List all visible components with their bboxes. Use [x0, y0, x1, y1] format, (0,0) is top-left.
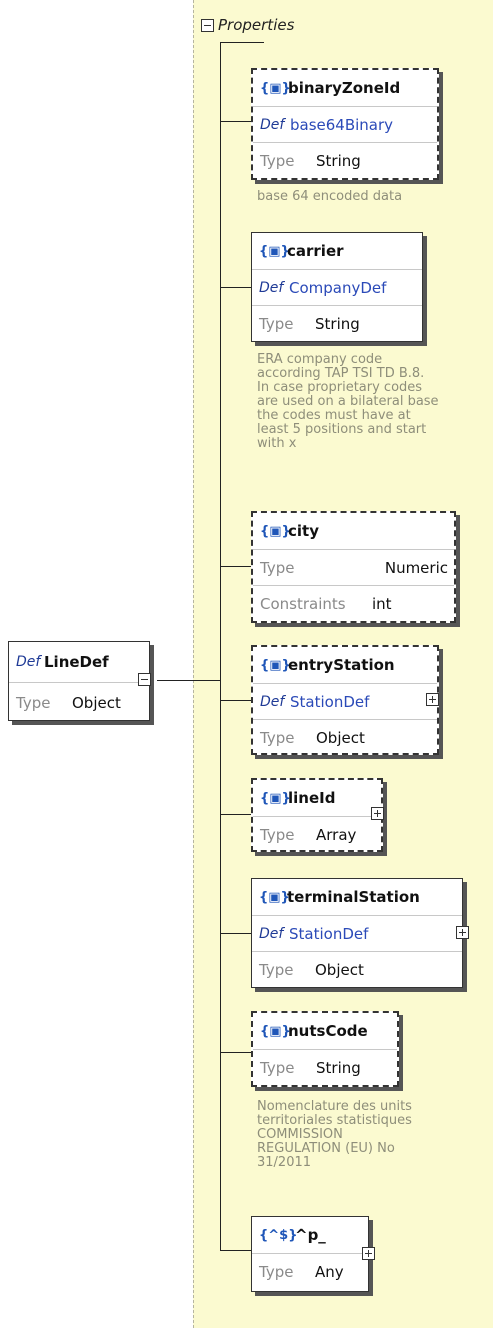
branch-entrystation — [220, 700, 253, 701]
branch-pattern — [220, 1250, 253, 1251]
type-label: Type — [260, 728, 295, 747]
property-icon: {▣} — [259, 243, 290, 259]
node-name: nutsCode — [288, 1022, 368, 1040]
type-label: Type — [259, 1262, 294, 1281]
node-type-value: Object — [316, 728, 365, 747]
node-type-value: String — [315, 314, 360, 333]
root-connector — [157, 680, 221, 681]
def-icon: Def — [259, 925, 284, 942]
expand-pattern-icon[interactable] — [362, 1247, 375, 1260]
node-type-value: Array — [316, 825, 357, 844]
branch-city — [220, 566, 253, 567]
node-type-value: Numeric — [384, 558, 448, 577]
node-type-value: Object — [315, 960, 364, 979]
node-name: binaryZoneId — [288, 79, 401, 97]
type-label: Type — [260, 558, 295, 577]
node-type-value: String — [316, 1058, 361, 1077]
type-label: Type — [260, 151, 295, 170]
property-icon: {▣} — [260, 1023, 291, 1039]
node-binaryzoneid[interactable]: {▣} binaryZoneId Def base64Binary Type S… — [251, 68, 439, 180]
node-description: Nomenclature des units territoriales sta… — [257, 1099, 412, 1170]
node-name: ^p_ — [295, 1226, 326, 1244]
branch-lineid — [220, 814, 253, 815]
root-type-value: Object — [72, 693, 121, 712]
property-icon: {▣} — [259, 889, 290, 905]
branch-binaryzoneid — [220, 121, 253, 122]
type-label: Type — [259, 314, 294, 333]
node-entrystation[interactable]: {▣} entryStation Def StationDef Type Obj… — [251, 645, 439, 755]
branch-header — [220, 42, 264, 43]
node-type-value: String — [316, 151, 361, 170]
type-label: Type — [260, 1058, 295, 1077]
node-carrier[interactable]: {▣} carrier Def CompanyDef Type String — [251, 232, 423, 342]
node-name: lineId — [288, 789, 336, 807]
expand-lineid-icon[interactable] — [371, 807, 384, 820]
node-description: ERA company code according TAP TSI TD B.… — [257, 352, 439, 451]
branch-terminalstation — [220, 933, 253, 934]
property-icon: {▣} — [260, 80, 291, 96]
root-name: LineDef — [44, 653, 109, 671]
expand-entrystation-icon[interactable] — [426, 693, 439, 706]
node-terminalstation[interactable]: {▣} terminalStation Def StationDef Type … — [251, 878, 463, 988]
node-city[interactable]: {▣} city Type Numeric Constraints int — [251, 511, 456, 623]
node-name: entryStation — [288, 656, 395, 674]
constraints-label: Constraints — [260, 594, 346, 613]
node-def-link[interactable]: CompanyDef — [289, 278, 387, 297]
expand-terminalstation-icon[interactable] — [456, 926, 469, 939]
node-name: terminalStation — [287, 888, 420, 906]
property-icon: {▣} — [260, 657, 291, 673]
def-icon: Def — [260, 693, 285, 710]
node-def-link[interactable]: base64Binary — [290, 115, 394, 134]
node-name: city — [288, 522, 319, 540]
node-nutscode[interactable]: {▣} nutsCode Type String — [251, 1011, 399, 1087]
trunk-line — [220, 42, 221, 1250]
root-node-linedef[interactable]: Def LineDef Type Object — [8, 641, 150, 721]
def-icon: Def — [259, 279, 284, 296]
node-name: carrier — [287, 242, 344, 260]
node-description: base 64 encoded data — [257, 189, 403, 204]
branch-carrier — [220, 287, 253, 288]
pattern-icon: {^$} — [259, 1227, 298, 1243]
type-label: Type — [260, 825, 295, 844]
properties-header[interactable]: Properties — [201, 16, 294, 34]
branch-nutscode — [220, 1052, 253, 1053]
node-def-link[interactable]: StationDef — [290, 692, 370, 711]
property-icon: {▣} — [260, 790, 291, 806]
collapse-root-icon[interactable] — [138, 673, 151, 686]
property-icon: {▣} — [260, 523, 291, 539]
def-icon: Def — [260, 116, 285, 133]
def-icon: Def — [16, 654, 41, 670]
node-pattern-property[interactable]: {^$} ^p_ Type Any — [251, 1216, 369, 1292]
node-constraints-value: int — [372, 594, 392, 613]
type-label: Type — [259, 960, 294, 979]
node-type-value: Any — [315, 1262, 344, 1281]
node-lineid[interactable]: {▣} lineId Type Array — [251, 778, 383, 852]
collapse-icon[interactable] — [201, 18, 214, 32]
properties-label: Properties — [218, 16, 295, 34]
type-label: Type — [16, 693, 51, 712]
node-def-link[interactable]: StationDef — [289, 924, 369, 943]
